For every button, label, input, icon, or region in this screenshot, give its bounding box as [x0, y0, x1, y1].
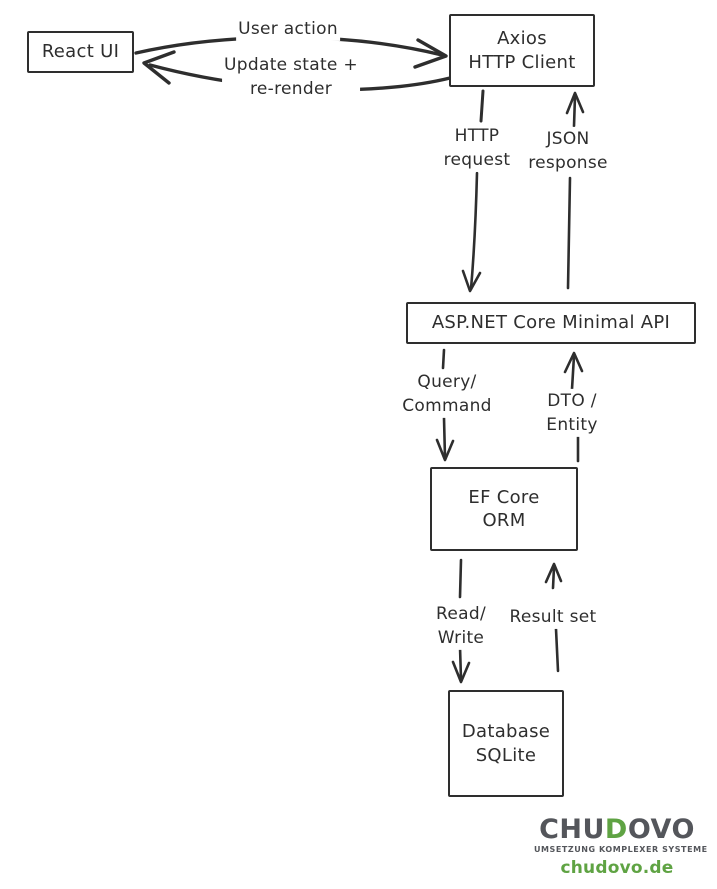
- wordmark-part3: OVO: [627, 814, 695, 845]
- edge-label-json-response: JSON response: [526, 126, 610, 176]
- node-axios-http-client: Axios HTTP Client: [449, 14, 595, 87]
- edge-label-http-request: HTTP request: [441, 123, 513, 173]
- read-write-arrow: [451, 558, 471, 684]
- node-database-sqlite: Database SQLite: [448, 690, 564, 797]
- chudovo-website-link[interactable]: chudovo.de: [560, 858, 674, 879]
- node-ef-core-orm: EF Core ORM: [430, 467, 578, 551]
- node-react-ui: React UI: [27, 31, 134, 73]
- json-response-arrow: [565, 91, 585, 290]
- result-set-arrow: [544, 562, 563, 673]
- edge-label-dto-entity: DTO / Entity: [544, 388, 600, 438]
- chudovo-wordmark: CHUDOVO: [534, 814, 700, 845]
- wordmark-green-d: D: [604, 814, 628, 845]
- node-aspnet-core-minimal-api: ASP.NET Core Minimal API: [406, 302, 696, 344]
- http-request-arrow: [461, 89, 485, 293]
- edge-label-read-write: Read/ Write: [434, 601, 488, 651]
- edge-label-query-command: Query/ Command: [400, 369, 494, 419]
- wordmark-part1: CHU: [539, 814, 605, 845]
- edge-label-update-state: Update state + re-render: [222, 52, 360, 102]
- chudovo-logo: CHUDOVO UMSETZUNG KOMPLEXER SYSTEME chud…: [534, 814, 708, 879]
- query-command-arrow: [435, 348, 455, 462]
- edge-label-user-action: User action: [236, 16, 340, 42]
- edge-label-result-set: Result set: [507, 604, 599, 630]
- dto-entity-arrow: [563, 351, 584, 463]
- chudovo-tagline: UMSETZUNG KOMPLEXER SYSTEME: [534, 845, 708, 855]
